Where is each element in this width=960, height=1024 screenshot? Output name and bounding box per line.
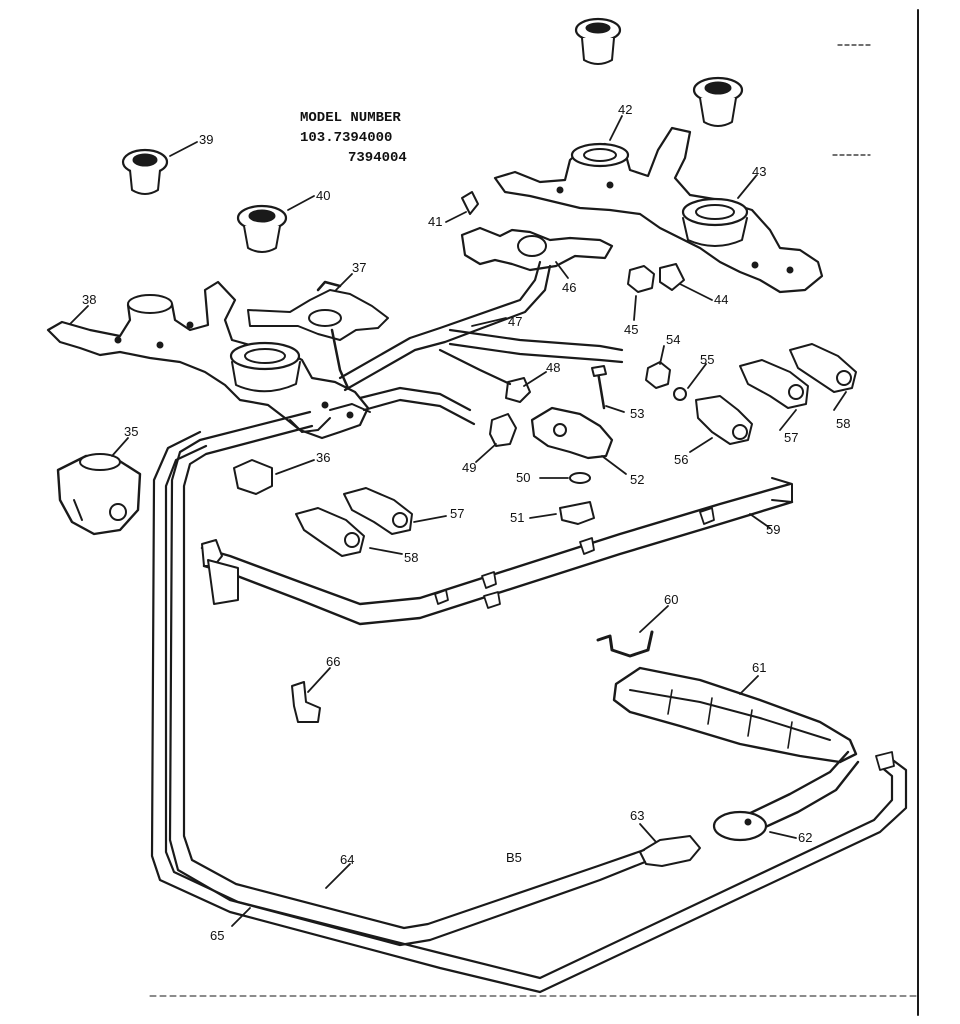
spud-63 bbox=[639, 835, 701, 867]
callout-47: 47 bbox=[508, 314, 522, 329]
callout-38: 38 bbox=[82, 292, 96, 307]
callout-46: 46 bbox=[562, 280, 576, 295]
small-parts bbox=[233, 263, 687, 723]
callout-63: 63 bbox=[630, 808, 644, 823]
callout-43: 43 bbox=[752, 164, 766, 179]
knob-cap-40 bbox=[236, 204, 288, 253]
model-line-1: 103.7394000 bbox=[300, 130, 392, 146]
knob-cap-39 bbox=[121, 148, 169, 195]
callout-labels: 35 36 37 38 39 40 41 42 43 44 45 46 47 4… bbox=[82, 102, 850, 943]
callout-65: 65 bbox=[210, 928, 224, 943]
part-41-46-valve bbox=[460, 191, 614, 272]
model-line-2: 7394004 bbox=[348, 150, 407, 166]
gas-tubes bbox=[150, 260, 908, 994]
valve-58-left bbox=[295, 507, 365, 557]
callout-39: 39 bbox=[199, 132, 213, 147]
callout-58-right: 58 bbox=[836, 416, 850, 431]
callout-48: 48 bbox=[546, 360, 560, 375]
callout-51: 51 bbox=[510, 510, 524, 525]
callout-64: 64 bbox=[340, 852, 354, 867]
oven-burner-61 bbox=[612, 666, 858, 764]
callout-57-left: 57 bbox=[450, 506, 464, 521]
callout-49: 49 bbox=[462, 460, 476, 475]
valve-57-left bbox=[343, 487, 413, 535]
callout-58-left: 58 bbox=[404, 550, 418, 565]
burner-valves bbox=[295, 343, 857, 557]
right-burner-assembly bbox=[493, 126, 824, 294]
knob-cap-right bbox=[692, 76, 744, 127]
tube-62 bbox=[712, 750, 860, 842]
callout-35: 35 bbox=[124, 424, 138, 439]
callout-57-right: 57 bbox=[784, 430, 798, 445]
page-code: B5 bbox=[506, 850, 522, 865]
callout-50: 50 bbox=[516, 470, 530, 485]
callout-55: 55 bbox=[700, 352, 714, 367]
callout-66: 66 bbox=[326, 654, 340, 669]
callout-45: 45 bbox=[624, 322, 638, 337]
callout-56: 56 bbox=[674, 452, 688, 467]
callout-54: 54 bbox=[666, 332, 680, 347]
knob-cap-top bbox=[574, 17, 622, 65]
callout-42: 42 bbox=[618, 102, 632, 117]
callout-62: 62 bbox=[798, 830, 812, 845]
valve-57-right bbox=[739, 359, 809, 409]
callout-44: 44 bbox=[714, 292, 728, 307]
callout-60: 60 bbox=[664, 592, 678, 607]
callout-37: 37 bbox=[352, 260, 366, 275]
valve-58-right bbox=[789, 343, 857, 393]
page-border bbox=[149, 9, 919, 1016]
model-heading: MODEL NUMBER bbox=[300, 110, 401, 126]
callout-59: 59 bbox=[766, 522, 780, 537]
callout-40: 40 bbox=[316, 188, 330, 203]
pressure-regulator-35 bbox=[56, 453, 142, 536]
valve-56 bbox=[695, 395, 753, 445]
callout-52: 52 bbox=[630, 472, 644, 487]
callout-53: 53 bbox=[630, 406, 644, 421]
callout-61: 61 bbox=[752, 660, 766, 675]
leader-lines bbox=[69, 115, 847, 927]
manifold-59 bbox=[200, 477, 794, 626]
part-37-bracket bbox=[247, 280, 389, 390]
left-burner-assembly bbox=[46, 280, 371, 440]
knob-caps bbox=[121, 17, 744, 253]
callout-41: 41 bbox=[428, 214, 442, 229]
model-number-block: MODEL NUMBER 103.7394000 7394004 bbox=[300, 110, 407, 166]
callout-36: 36 bbox=[316, 450, 330, 465]
